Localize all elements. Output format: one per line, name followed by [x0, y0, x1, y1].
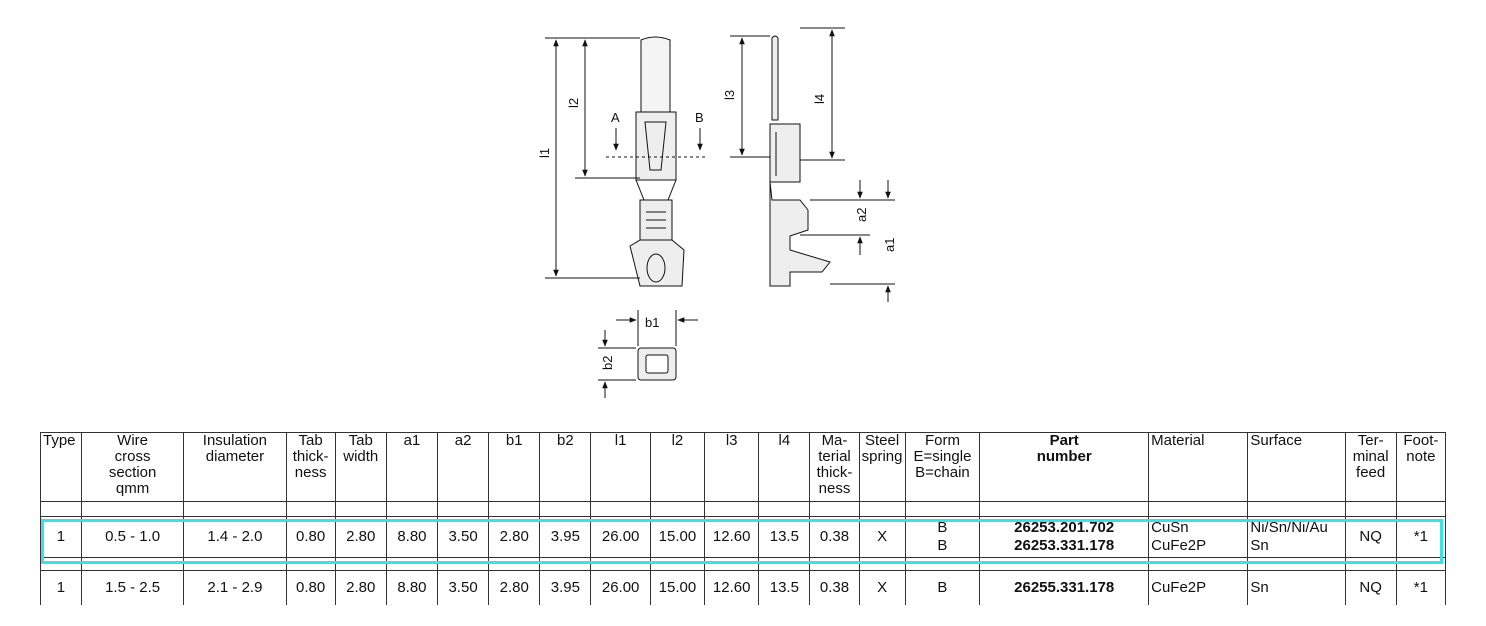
cell-l4: 13.5 [758, 570, 811, 605]
cell-b1: 2.80 [488, 570, 541, 605]
cell-l2: 15.00 [649, 516, 706, 558]
cell-insulation: 1.4 - 2.0 [183, 516, 287, 558]
cell-tab-thickness: 0.80 [285, 570, 336, 605]
front-view [606, 36, 706, 287]
cell-l1: 26.00 [590, 570, 651, 605]
label-section-b: B [695, 110, 704, 125]
cell-a2: 3.50 [436, 516, 490, 558]
label-b1: b1 [645, 315, 659, 330]
header-l2: l2 [649, 432, 706, 502]
cell-part-number: 26255.331.178 [979, 570, 1150, 605]
cell-b2: 3.95 [539, 570, 592, 605]
cell-terminal-feed: NQ [1344, 570, 1397, 605]
label-l1: l1 [537, 148, 552, 158]
table-spacer [40, 557, 1447, 571]
terminal-drawing-svg: l1 l2 l3 l4 a2 a1 b1 b2 A B [537, 27, 897, 398]
cell-type: 1 [40, 516, 82, 558]
cell-a2: 3.50 [436, 570, 490, 605]
label-b2: b2 [600, 356, 615, 370]
cell-b1: 2.80 [488, 516, 541, 558]
table-spacer [40, 501, 1447, 517]
cell-form: B [904, 570, 981, 605]
cell-steel-spring: X [858, 570, 906, 605]
cell-material: CuFe2P [1148, 570, 1249, 605]
label-l2: l2 [566, 98, 581, 108]
cell-surface: Sn [1247, 570, 1346, 605]
header-b1: b1 [488, 432, 541, 502]
header-b2: b2 [539, 432, 592, 502]
cell-insulation: 2.1 - 2.9 [183, 570, 287, 605]
cell-type: 1 [40, 570, 82, 605]
dimension-labels: l1 l2 l3 l4 a2 a1 b1 b2 A B [537, 90, 897, 370]
table-row[interactable]: 1 1.5 - 2.5 2.1 - 2.9 0.80 2.80 8.80 3.5… [40, 570, 1447, 605]
header-a2: a2 [436, 432, 490, 502]
dimension-lines [545, 27, 895, 398]
cell-a1: 8.80 [385, 570, 439, 605]
cell-material-thickness: 0.38 [809, 570, 860, 605]
cell-tab-width: 2.80 [334, 516, 387, 558]
label-l3: l3 [722, 90, 737, 100]
header-l3: l3 [704, 432, 760, 502]
label-a1: a1 [882, 238, 897, 252]
label-section-a: A [611, 110, 620, 125]
header-l4: l4 [758, 432, 811, 502]
header-surface: Surface [1247, 432, 1346, 502]
table-row[interactable]: 1 0.5 - 1.0 1.4 - 2.0 0.80 2.80 8.80 3.5… [40, 516, 1447, 558]
cell-l3: 12.60 [704, 516, 760, 558]
cell-material-thickness: 0.38 [809, 516, 860, 558]
cell-l2: 15.00 [649, 570, 706, 605]
cell-b2: 3.95 [539, 516, 592, 558]
cell-a1: 8.80 [385, 516, 439, 558]
side-view [769, 35, 831, 287]
cell-tab-width: 2.80 [334, 570, 387, 605]
cell-footnote: *1 [1395, 516, 1447, 558]
header-a1: a1 [385, 432, 439, 502]
cell-steel-spring: X [858, 516, 906, 558]
label-a2: a2 [854, 208, 869, 222]
cross-section [637, 347, 677, 381]
cell-l4: 13.5 [758, 516, 811, 558]
cell-wire: 0.5 - 1.0 [80, 516, 185, 558]
cell-footnote: *1 [1395, 570, 1447, 605]
header-material: Material [1148, 432, 1249, 502]
header-type: Type [40, 432, 82, 502]
cell-wire: 1.5 - 2.5 [80, 570, 185, 605]
header-l1: l1 [590, 432, 651, 502]
cell-tab-thickness: 0.80 [285, 516, 336, 558]
cell-l3: 12.60 [704, 570, 760, 605]
terminal-drawing: l1 l2 l3 l4 a2 a1 b1 b2 A B [537, 27, 897, 398]
cell-terminal-feed: NQ [1344, 516, 1397, 558]
label-l4: l4 [812, 94, 827, 104]
header-footnote: Foot-note [1395, 432, 1447, 502]
cell-l1: 26.00 [590, 516, 651, 558]
